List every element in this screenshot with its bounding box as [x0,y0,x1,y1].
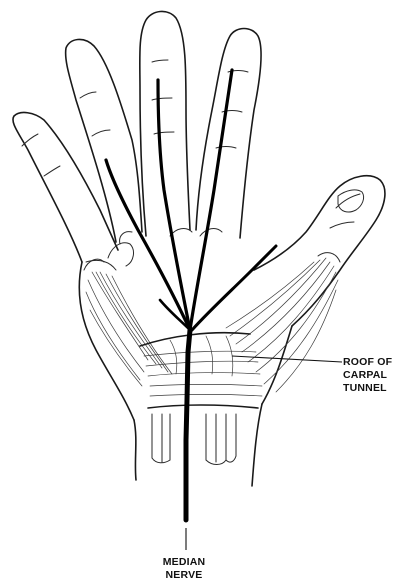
thenar-muscles [226,253,340,392]
hypothenar-muscles [86,260,172,386]
wrist-left-edge [134,420,136,480]
nerve-label-line-1: MEDIAN [150,556,218,569]
palm-left-edge [79,262,134,420]
roof-label-line-2: CARPAL [343,369,392,382]
roof-of-carpal-tunnel-label: ROOF OF CARPAL TUNNEL [343,356,392,395]
thumb-outline [254,176,385,326]
index-finger-outline [196,29,261,239]
roof-label-line-1: ROOF OF [343,356,392,369]
transverse-carpal-ligament [140,333,262,408]
ring-finger-outline [66,39,142,242]
median-nerve-label: MEDIAN NERVE [150,556,218,582]
flexor-tendons [152,414,236,465]
nerve-label-line-2: NERVE [150,569,218,582]
roof-label-line-3: TUNNEL [343,382,392,395]
wrist-right-edge [252,404,262,486]
hand-outline [13,11,385,486]
